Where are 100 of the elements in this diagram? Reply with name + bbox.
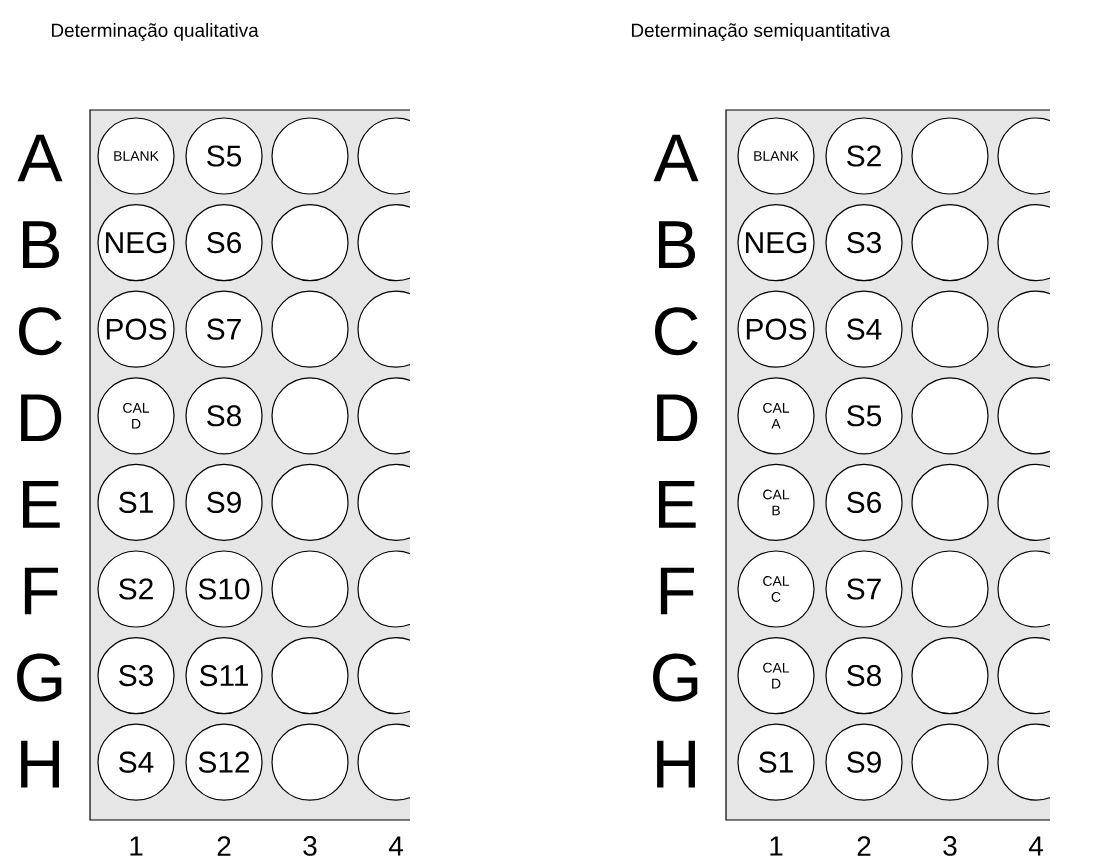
well	[357, 723, 410, 801]
well	[185, 204, 263, 282]
well	[97, 550, 175, 628]
well	[357, 117, 410, 195]
well	[357, 204, 410, 282]
column-number: 2	[857, 836, 871, 856]
row-letter: H	[21, 740, 59, 788]
well	[911, 377, 989, 455]
well	[271, 117, 349, 195]
well-label: S11	[199, 665, 249, 687]
well	[97, 377, 175, 455]
row-letter: B	[23, 221, 60, 268]
well-label: POS	[746, 318, 807, 340]
well	[271, 377, 349, 455]
well-label: POS	[106, 318, 167, 340]
column-number: 3	[943, 836, 957, 856]
column-number: 4	[388, 836, 403, 856]
well-label: NEG	[106, 232, 167, 254]
row-letter: C	[655, 307, 698, 356]
row-letter: G	[653, 653, 698, 702]
well	[737, 463, 815, 541]
column-number: 3	[303, 836, 317, 856]
well-label: S8	[207, 405, 241, 427]
column-number: 1	[130, 836, 143, 856]
well	[911, 463, 989, 541]
row-letter: D	[657, 394, 698, 442]
well-label: S5	[847, 405, 882, 427]
well	[737, 637, 815, 715]
well	[185, 290, 263, 368]
well	[825, 204, 903, 282]
well	[997, 204, 1050, 282]
well-label: S3	[119, 665, 153, 687]
well	[997, 550, 1050, 628]
well	[997, 723, 1050, 801]
well-label: S9	[847, 751, 881, 773]
well-label: S10	[198, 578, 250, 600]
well	[911, 550, 989, 628]
well	[185, 117, 263, 195]
row-letter: F	[24, 567, 58, 615]
row-letter: E	[23, 481, 60, 528]
plate-title: Determinação semiquantitativa	[631, 23, 891, 41]
well	[825, 377, 903, 455]
well	[997, 637, 1050, 715]
well	[185, 463, 263, 541]
row-letter: C	[19, 307, 62, 356]
row-letter: F	[660, 567, 694, 615]
well-label: S4	[119, 751, 154, 773]
well-label: S12	[198, 751, 250, 773]
well	[737, 723, 815, 801]
well	[357, 637, 410, 715]
row-letter: H	[657, 740, 695, 788]
well	[737, 377, 815, 455]
row-letter: E	[659, 481, 696, 528]
well	[185, 377, 263, 455]
well-label: S1	[759, 751, 793, 773]
well	[271, 723, 349, 801]
well	[97, 290, 175, 368]
well	[997, 463, 1050, 541]
well	[825, 463, 903, 541]
row-letter: B	[659, 221, 696, 268]
well	[357, 550, 410, 628]
row-letter: D	[21, 394, 62, 442]
well	[97, 723, 175, 801]
well-label: S1	[119, 491, 153, 513]
well	[185, 723, 263, 801]
row-letter: A	[17, 134, 63, 182]
well	[97, 117, 175, 195]
well	[997, 117, 1050, 195]
well-label: S6	[847, 491, 881, 513]
well	[737, 204, 815, 282]
well	[911, 117, 989, 195]
well	[185, 550, 263, 628]
well-label: S3	[847, 232, 881, 254]
well	[825, 723, 903, 801]
well	[911, 290, 989, 368]
well	[997, 290, 1050, 368]
well	[357, 463, 410, 541]
well	[825, 117, 903, 195]
well	[271, 204, 349, 282]
column-number: 1	[770, 836, 783, 856]
well	[271, 637, 349, 715]
well	[911, 637, 989, 715]
row-letter: A	[653, 134, 699, 182]
row-letter: G	[17, 653, 62, 702]
well	[357, 377, 410, 455]
well	[997, 377, 1050, 455]
well	[911, 204, 989, 282]
plate-title: Determinação qualitativa	[52, 23, 259, 41]
well-label: S2	[847, 145, 881, 167]
column-number: 4	[1028, 836, 1043, 856]
well	[271, 290, 349, 368]
well	[737, 290, 815, 368]
well	[97, 463, 175, 541]
well-label: S7	[847, 578, 881, 600]
well-label: S6	[207, 232, 241, 254]
well	[185, 637, 263, 715]
well-label: NEG	[746, 232, 807, 254]
well	[97, 637, 175, 715]
well	[825, 290, 903, 368]
well-label: S4	[847, 318, 882, 340]
